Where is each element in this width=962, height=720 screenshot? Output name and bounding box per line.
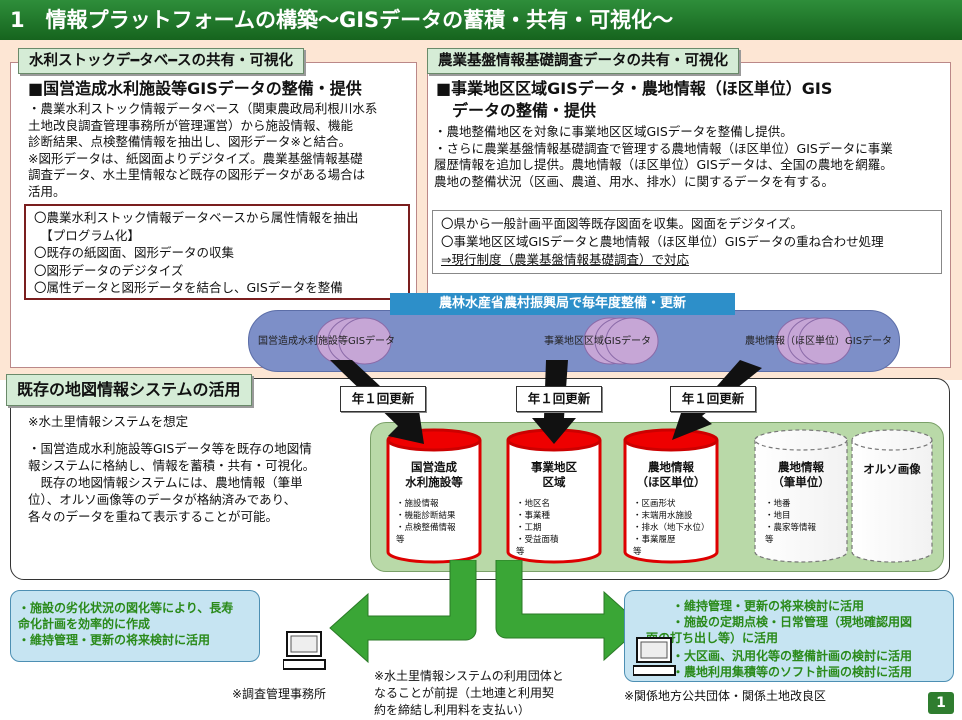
cylinders-svg (386, 428, 933, 564)
right-user-box (624, 590, 954, 682)
system-body: ・国営造成水利施設等GISデータ等を既存の地図情報システムに格納し、情報を蓄積・… (28, 441, 316, 524)
update-label-3: 年１回更新 (670, 386, 756, 412)
system-section-label: 既存の地図情報システムの活用 (6, 374, 252, 406)
cylinder-1-items: ・施設情報・機能診断結果・点検整備情報等 (396, 499, 456, 545)
system-note: ※水土里情報システムを想定 (28, 414, 189, 429)
disk-label-1: 国営造成水利施設等GISデータ (258, 336, 396, 347)
cylinder-2-items: ・地区名・事業種・工期・受益面積等 (516, 499, 559, 557)
left-user-caption: ※調査管理事務所 (232, 687, 327, 701)
right-heading-2: データの整備・提供 (436, 101, 597, 120)
right-user-text-2: 面の打ち出し等）に活用 (646, 631, 779, 645)
right-section-label: 農業基盤情報基礎調査データの共有・可視化 (427, 48, 739, 74)
disk-label-3: 農地情報（ほ区単位）GISデータ (745, 336, 893, 347)
maff-banner: 農林水産省農村振興局で毎年度整備・更新 (390, 293, 735, 315)
left-section-label: 水利ストックデ━タベ━スの共有・可視化 (18, 48, 304, 74)
computer-icon-left (283, 631, 326, 670)
disk-label-2: 事業地区区域GISデータ (544, 336, 652, 347)
cylinder-3-title: 農地情報（ほ区単位） (636, 460, 706, 489)
page-title: 1 情報プラットフォームの構築～GISデータの蓄積・共有・可視化～ (0, 0, 962, 40)
page-number: 1 (928, 692, 954, 714)
update-label-2: 年１回更新 (516, 386, 602, 412)
computer-icon-right (633, 637, 676, 676)
left-body: ・農業水利ストック情報データベース（関東農政局利根川水系土地改良調査管理事務所が… (28, 101, 378, 199)
right-user-text-3: ・大区画、汎用化等の整備計画の検討に活用・農地利用集積等のソフト計画の検討に活用 (672, 649, 913, 679)
cylinder-3-items: ・区画形状・末端用水施設・排水（地下水位）・事業履歴等 (633, 499, 710, 557)
left-user-box (10, 590, 260, 662)
center-note: ※水土里情報システムの利用団体となることが前提（土地連と利用契約を締結し利用料を… (374, 669, 564, 717)
cylinder-4-title: 農地情報（筆単位） (772, 460, 830, 489)
cylinder-5-title: オルソ画像 (863, 462, 921, 476)
update-label-1: 年１回更新 (340, 386, 426, 412)
left-heading: ■国営造成水利施設等GISデータの整備・提供 (28, 79, 362, 98)
left-task-box: 〇農業水利ストック情報データベースから属性情報を抽出 【プログラム化】〇既存の紙… (24, 204, 410, 300)
right-user-caption: ※関係地方公共団体・関係土地改良区 (624, 689, 827, 703)
left-user-text: ・施設の劣化状況の図化等により、長寿命化計画を効率的に作成・維持管理・更新の将来… (18, 601, 234, 647)
usage-arrows (329, 560, 643, 664)
disk-stacks (316, 317, 852, 365)
right-user-text: ・維持管理・更新の将来検討に活用・施設の定期点検・日常管理（現地確認用図 (672, 599, 913, 629)
right-task-box: 〇県から一般計画平面図等既存図面を収集。図面をデジタイズ。〇事業地区区域GISデ… (432, 210, 942, 274)
cylinder-4-items: ・地番・地目・農家等情報等 (765, 499, 817, 545)
cylinder-1-title: 国営造成水利施設等 (405, 460, 463, 489)
cylinder-2-title: 事業地区区域 (531, 460, 577, 489)
right-heading-1: ■事業地区区域GISデータ・農地情報（ほ区単位）GIS (436, 79, 833, 98)
right-body: ・農地整備地区を対象に事業地区区域GISデータを整備し提供。・さらに農業基盤情報… (434, 124, 893, 189)
